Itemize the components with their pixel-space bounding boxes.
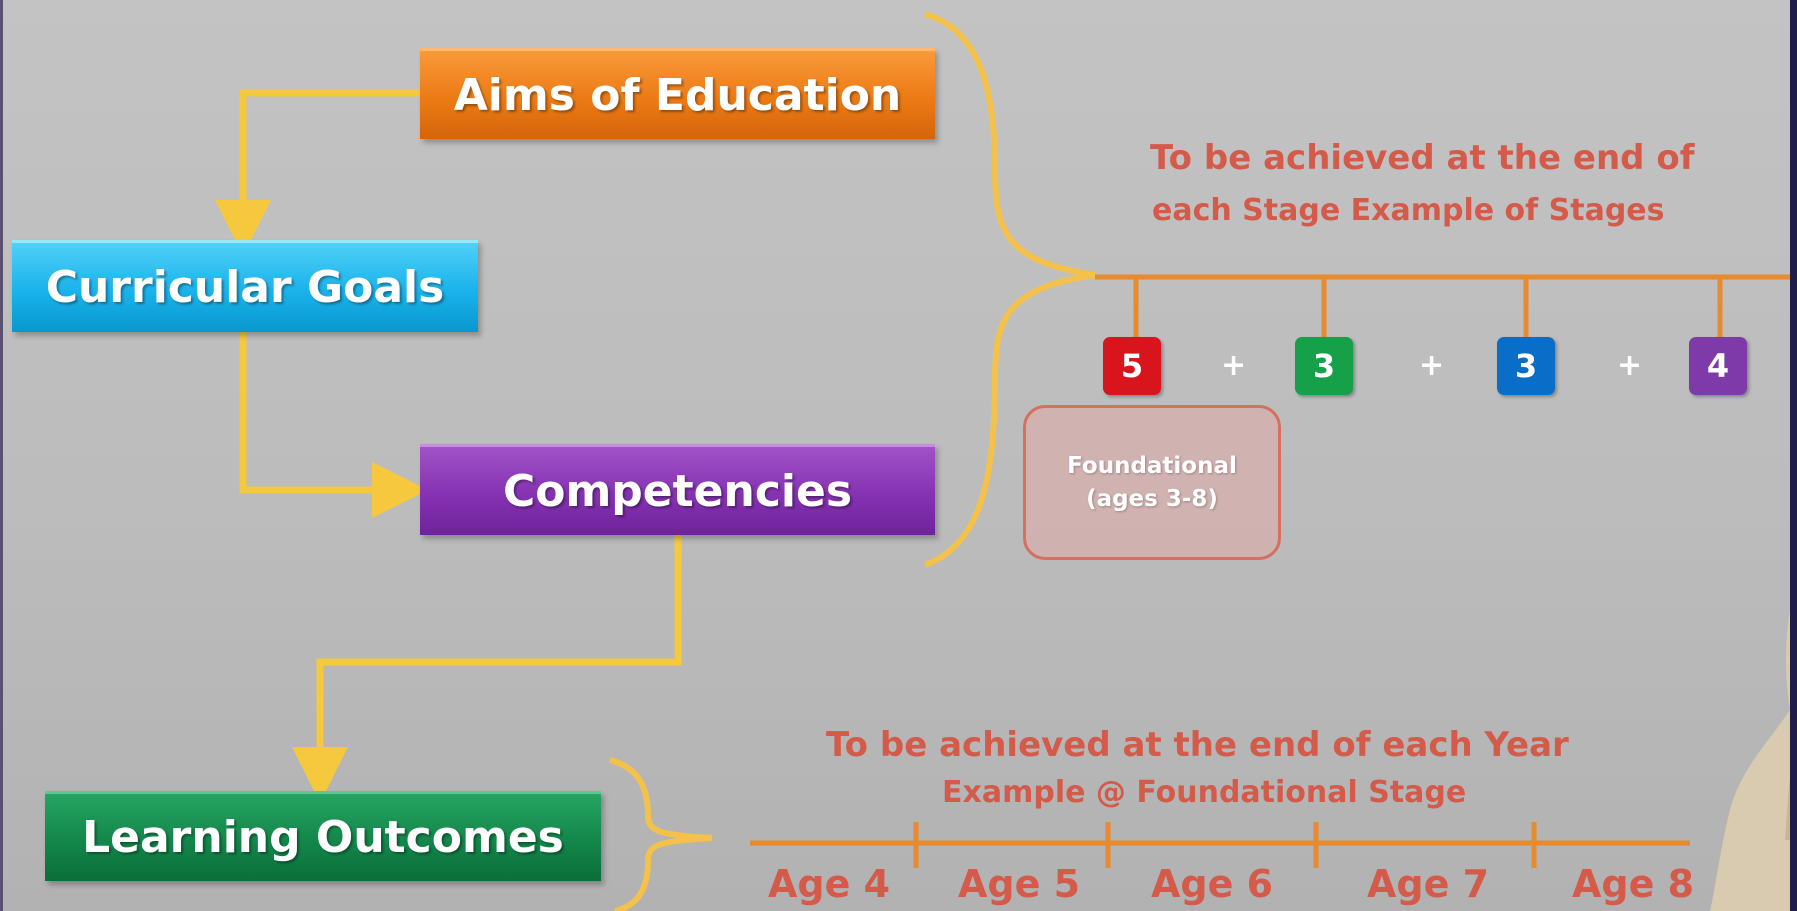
age-label: Age 6 xyxy=(1151,862,1274,906)
plus-sign: + xyxy=(1221,348,1247,383)
foundational-ages-label: (ages 3-8) xyxy=(1086,485,1218,512)
stage-number-badge: 3 xyxy=(1295,337,1353,395)
aims-of-education-label: Aims of Education xyxy=(453,69,902,121)
stage-number-badge: 3 xyxy=(1497,337,1555,395)
age-label: Age 7 xyxy=(1367,862,1490,906)
plus-sign: + xyxy=(1419,348,1445,383)
age-label: Age 8 xyxy=(1572,862,1695,906)
plus-sign: + xyxy=(1617,348,1643,383)
year-caption-line1: To be achieved at the end of each Year xyxy=(826,725,1569,765)
curricular-goals-label: Curricular Goals xyxy=(45,262,445,313)
right-border xyxy=(1790,0,1797,911)
stage-caption-line1: To be achieved at the end of xyxy=(1150,138,1695,178)
aims-of-education-box: Aims of Education xyxy=(420,48,935,139)
foundational-label: Foundational xyxy=(1067,453,1237,480)
outcomes-curly-brace xyxy=(609,757,713,911)
age-label: Age 5 xyxy=(958,862,1081,906)
competencies-box: Competencies xyxy=(420,444,935,535)
learning-outcomes-label: Learning Outcomes xyxy=(82,812,564,863)
age-label: Age 4 xyxy=(768,862,891,906)
foundational-stage-box: Foundational (ages 3-8) xyxy=(1023,405,1281,560)
curricular-goals-box: Curricular Goals xyxy=(12,240,478,332)
left-border xyxy=(0,0,3,911)
arrow-aims-to-goals xyxy=(215,89,420,256)
year-caption-line2: Example @ Foundational Stage xyxy=(942,775,1467,810)
stage-caption-line2: each Stage Example of Stages xyxy=(1152,193,1665,228)
learning-outcomes-box: Learning Outcomes xyxy=(45,791,601,881)
presenter-silhouette xyxy=(1710,608,1790,911)
arrow-goals-to-competencies xyxy=(239,332,428,518)
stage-curly-brace xyxy=(923,11,1096,568)
stage-number-badge: 5 xyxy=(1103,337,1161,395)
stage-number-badge: 4 xyxy=(1689,337,1747,395)
competencies-label: Competencies xyxy=(502,465,853,517)
arrow-competencies-to-outcomes xyxy=(292,535,682,803)
